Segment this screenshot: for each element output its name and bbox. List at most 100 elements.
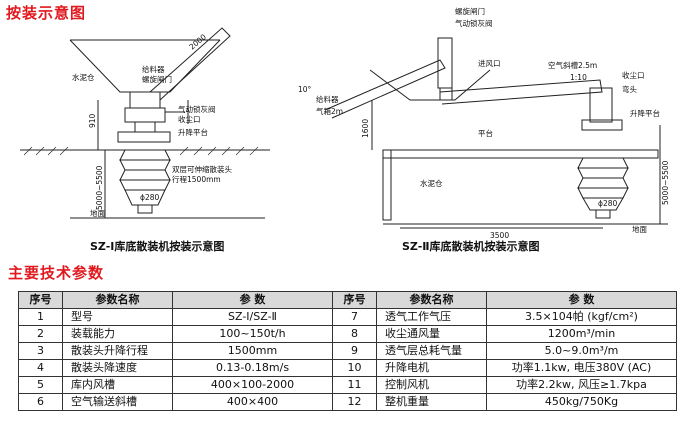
header-index-1: 序号 — [18, 291, 63, 309]
cell-param-name: 库内风槽 — [62, 376, 173, 394]
d2-label-platform: 平台 — [478, 128, 493, 138]
cell-index: 9 — [332, 342, 377, 360]
d2-label-air-box: 气箱2m — [316, 106, 343, 116]
d1-dim-910: 910 — [88, 113, 97, 128]
d1-label-double-head: 双层可伸缩散装头 — [172, 164, 232, 174]
cell-param-value: 3.5×104帕 (kgf/cm²) — [486, 308, 677, 326]
installation-section-title: 按装示意图 — [6, 4, 87, 22]
d2-label-elbow: 弯头 — [622, 84, 637, 94]
cell-index: 1 — [18, 308, 63, 326]
table-row: 3 散装头升降行程 1500mm 9 透气层总耗气量 5.0~9.0m³/m — [18, 342, 677, 360]
cell-param-value: 功率2.2kw, 风压≥1.7kpa — [486, 376, 677, 394]
table-row: 4 散装头降速度 0.13-0.18m/s 10 升降电机 功率1.1kw, 电… — [18, 359, 677, 377]
d2-label-dust-port: 收尘口 — [622, 70, 645, 80]
parameters-table: 序号 参数名称 参 数 序号 参数名称 参 数 1 型号 SZ-Ⅰ/SZ-Ⅱ 7… — [18, 291, 677, 411]
cell-param-name: 透气层总耗气量 — [376, 342, 487, 360]
header-value-1: 参 数 — [172, 291, 333, 309]
cell-index: 7 — [332, 308, 377, 326]
d1-floor-hatch — [23, 146, 259, 156]
installation-diagrams: 水泥仓 给料器 螺旋闸门 气动锁灰阀 收尘口 升降平台 双层可伸缩散装头 行程1… — [20, 6, 670, 240]
d1-label-valve: 气动锁灰阀 — [178, 104, 216, 114]
cell-index: 6 — [18, 393, 63, 411]
d1-screw-gate — [129, 91, 161, 109]
d1-label-lift-platform: 升降平台 — [178, 127, 208, 137]
d2-label-slope: 1:10 — [570, 73, 587, 82]
d1-label-dust-port: 收尘口 — [178, 114, 201, 124]
d2-floor-slab — [382, 149, 659, 159]
header-value-2: 参 数 — [486, 291, 677, 309]
parameters-section-title: 主要技术参数 — [8, 264, 105, 282]
d1-valve — [124, 107, 166, 123]
d2-feeder — [324, 59, 446, 119]
d1-dim-range: 5000~5500 — [95, 165, 104, 210]
cell-param-name: 控制风机 — [376, 376, 487, 394]
d2-label-air-slide: 空气斜槽2.5m — [548, 60, 597, 70]
header-name-2: 参数名称 — [376, 291, 487, 309]
cell-param-name: 装载能力 — [62, 325, 173, 343]
d2-dim-3500: 3500 — [490, 231, 509, 240]
d2-elbow — [589, 87, 613, 123]
d2-air-slide — [439, 79, 603, 105]
d2-label-diameter: ϕ280 — [598, 199, 617, 208]
d2-dim-range: 5000~5500 — [661, 160, 670, 205]
cell-param-name: 收尘通风量 — [376, 325, 487, 343]
cell-param-name: 型号 — [62, 308, 173, 326]
cell-param-value: 450kg/750Kg — [486, 393, 677, 411]
d1-label-silo: 水泥仓 — [72, 72, 95, 82]
cell-index: 5 — [18, 376, 63, 394]
table-row: 1 型号 SZ-Ⅰ/SZ-Ⅱ 7 透气工作气压 3.5×104帕 (kgf/cm… — [18, 308, 677, 326]
d2-gate-valve — [437, 37, 453, 89]
cell-param-value: 400×100-2000 — [172, 376, 333, 394]
d2-label-screw-gate: 螺旋闸门 — [455, 6, 485, 16]
table-row: 5 库内风槽 400×100-2000 11 控制风机 功率2.2kw, 风压≥… — [18, 376, 677, 394]
d2-lift-platform — [581, 119, 623, 131]
d1-label-ground: 地面 — [90, 208, 105, 218]
d2-label-lift-platform: 升降平台 — [630, 108, 660, 118]
cell-param-value: 功率1.1kw, 电压380V (AC) — [486, 359, 677, 377]
d1-label-screw-gate: 螺旋闸门 — [142, 74, 172, 84]
cell-index: 2 — [18, 325, 63, 343]
header-index-2: 序号 — [332, 291, 377, 309]
table-header-row: 序号 参数名称 参 数 序号 参数名称 参 数 — [18, 291, 677, 309]
table-row: 6 空气输送斜槽 400×400 12 整机重量 450kg/750Kg — [18, 393, 677, 411]
cell-param-value: 1200m³/min — [486, 325, 677, 343]
header-name-1: 参数名称 — [62, 291, 173, 309]
table-row: 2 装载能力 100~150t/h 8 收尘通风量 1200m³/min — [18, 325, 677, 343]
d1-label-feeder: 给料器 — [142, 64, 165, 74]
d2-label-silo: 水泥仓 — [420, 178, 443, 188]
d1-chute — [149, 27, 231, 101]
cell-param-name: 升降电机 — [376, 359, 487, 377]
diagram2-caption: SZ-Ⅱ库底散装机按装示意图 — [402, 240, 540, 253]
d2-label-inlet: 进风口 — [478, 59, 501, 68]
d1-lift-platform — [117, 131, 171, 143]
cell-param-name: 空气输送斜槽 — [62, 393, 173, 411]
cell-index: 10 — [332, 359, 377, 377]
d2-label-feeder: 给料器 — [316, 94, 339, 104]
cell-param-name: 散装头降速度 — [62, 359, 173, 377]
cell-index: 4 — [18, 359, 63, 377]
cell-index: 3 — [18, 342, 63, 360]
cell-index: 11 — [332, 376, 377, 394]
d2-label-ground: 地面 — [632, 224, 647, 234]
d2-dim-1600: 1600 — [361, 119, 370, 138]
d2-bellows — [577, 157, 629, 219]
d1-dim-2000: 2000 — [188, 32, 209, 51]
d1-label-diameter: ϕ280 — [140, 193, 159, 202]
cell-param-value: 100~150t/h — [172, 325, 333, 343]
cell-param-name: 整机重量 — [376, 393, 487, 411]
cell-param-value: 400×400 — [172, 393, 333, 411]
cell-index: 12 — [332, 393, 377, 411]
diagram1-caption: SZ-Ⅰ库底散装机按装示意图 — [90, 240, 225, 253]
cell-param-name: 透气工作气压 — [376, 308, 487, 326]
cell-param-value: SZ-Ⅰ/SZ-Ⅱ — [172, 308, 333, 326]
cell-index: 8 — [332, 325, 377, 343]
d1-label-stroke: 行程1500mm — [172, 174, 221, 184]
cell-param-value: 5.0~9.0m³/m — [486, 342, 677, 360]
d1-bellows — [119, 149, 171, 214]
d2-label-angle: 10° — [298, 85, 312, 94]
cell-param-value: 0.13-0.18m/s — [172, 359, 333, 377]
d2-label-valve: 气动锁灰阀 — [455, 18, 493, 28]
d2-silo-cone — [369, 69, 491, 101]
cell-param-value: 1500mm — [172, 342, 333, 360]
cell-param-name: 散装头升降行程 — [62, 342, 173, 360]
